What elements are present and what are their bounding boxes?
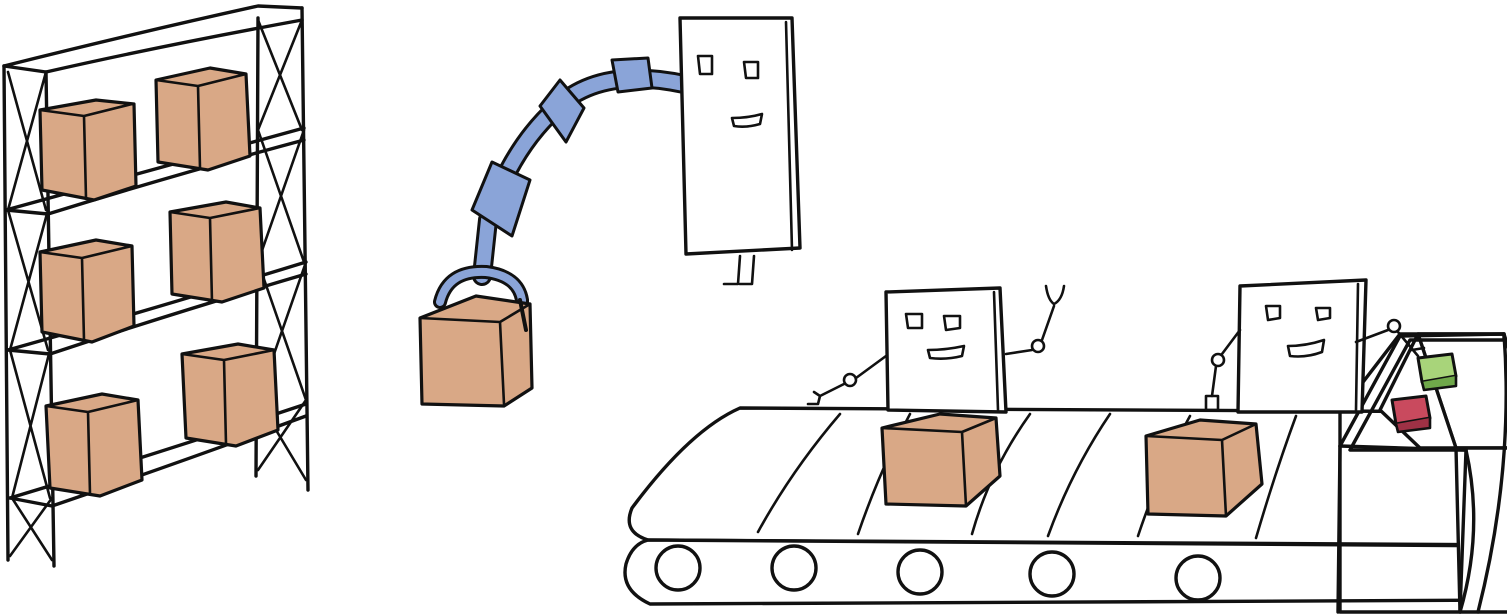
shelf-boxes: [38, 66, 280, 498]
robot-belt-right: [1204, 278, 1426, 414]
box-icon: [38, 98, 138, 202]
robot-belt-left: [806, 284, 1066, 414]
box-icon: [38, 238, 136, 344]
robot-tall: [678, 16, 802, 286]
storage-shelf: [2, 4, 310, 568]
box-icon: [180, 342, 280, 448]
box-icon: [1144, 418, 1264, 518]
box-icon: [44, 392, 144, 498]
robot-arm: [433, 56, 694, 341]
conveyor-belt: [623, 406, 1507, 606]
box-icon: [418, 294, 534, 408]
box-icon: [154, 66, 252, 172]
red-button-icon: [1390, 394, 1432, 434]
green-button-icon: [1416, 352, 1458, 392]
box-icon: [168, 200, 266, 304]
box-icon: [880, 412, 1002, 508]
